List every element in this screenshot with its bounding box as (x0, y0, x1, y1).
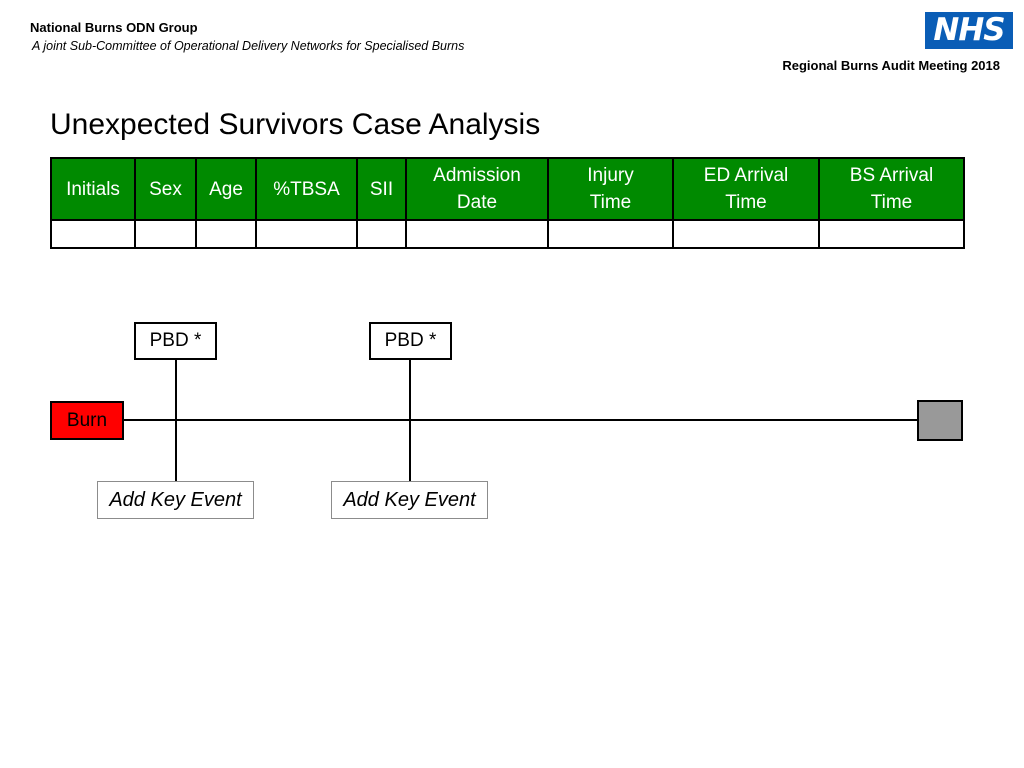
pbd-marker-1[interactable]: PBD * (134, 322, 217, 360)
org-name: National Burns ODN Group (30, 20, 198, 35)
cell-age[interactable] (195, 219, 257, 249)
timeline-line (123, 419, 919, 421)
cell-sii[interactable] (356, 219, 407, 249)
table-row (50, 219, 965, 249)
pbd-marker-2-stem (409, 359, 411, 481)
meeting-label: Regional Burns Audit Meeting 2018 (782, 58, 1000, 73)
cell-tbsa[interactable] (255, 219, 358, 249)
col-initials: Initials (50, 157, 136, 221)
cell-initials[interactable] (50, 219, 136, 249)
col-sex: Sex (134, 157, 197, 221)
pbd-marker-1-stem (175, 359, 177, 481)
cell-injury-time[interactable] (547, 219, 674, 249)
add-key-event-2[interactable]: Add Key Event (331, 481, 488, 519)
cell-admission-date[interactable] (405, 219, 549, 249)
nhs-logo: NHS (925, 12, 1013, 49)
org-subtitle: A joint Sub-Committee of Operational Del… (32, 39, 465, 53)
cell-bs-arrival-time[interactable] (818, 219, 965, 249)
cell-sex[interactable] (134, 219, 197, 249)
col-age: Age (195, 157, 257, 221)
cell-ed-arrival-time[interactable] (672, 219, 820, 249)
slide-title: Unexpected Survivors Case Analysis (50, 108, 541, 141)
nhs-logo-text: NHS (933, 12, 1005, 48)
col-tbsa: %TBSA (255, 157, 358, 221)
add-key-event-1[interactable]: Add Key Event (97, 481, 254, 519)
timeline-end-box (917, 400, 963, 441)
burn-start-box[interactable]: Burn (50, 401, 124, 440)
pbd-marker-2[interactable]: PBD * (369, 322, 452, 360)
col-sii: SII (356, 157, 407, 221)
